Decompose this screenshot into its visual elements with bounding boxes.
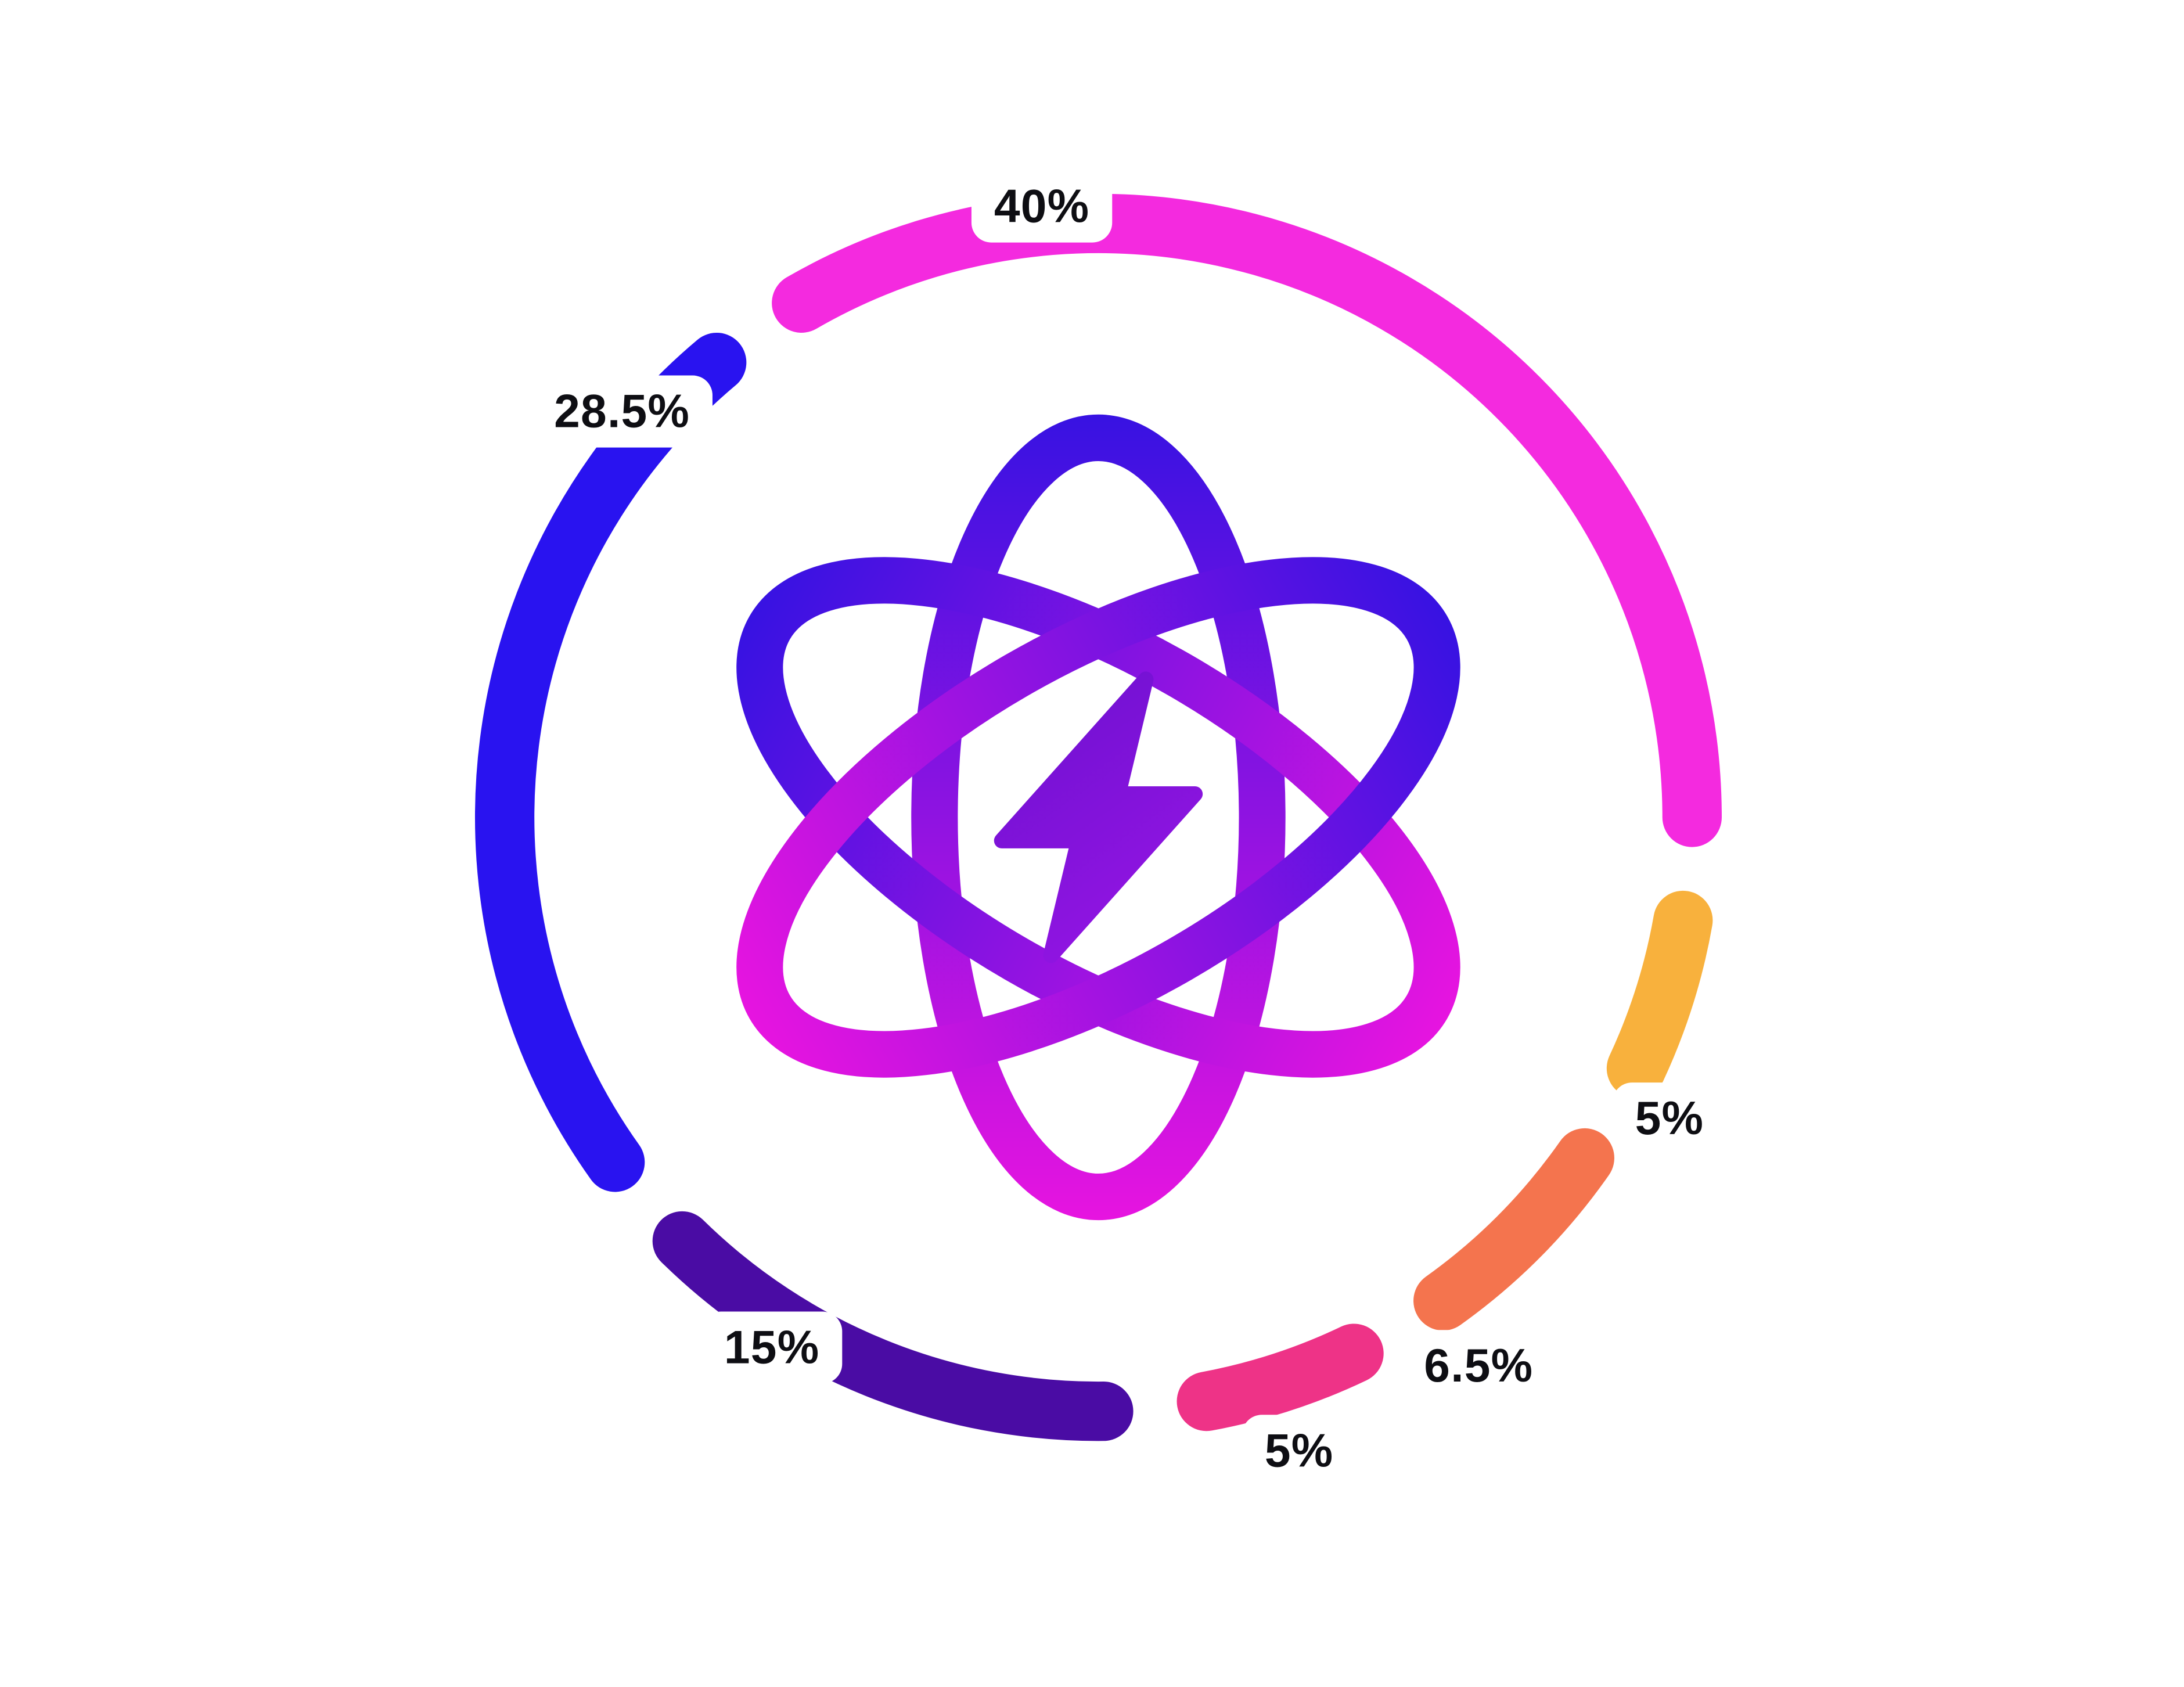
segment-arc-1 (1606, 890, 1713, 1098)
center-logo (736, 414, 1460, 1221)
atom-ring-diagonal-1 (736, 557, 1460, 1078)
segment-label-group: 6.5% (1401, 1330, 1556, 1402)
atom-ring-diagonal-2 (736, 557, 1460, 1078)
lightning-bolt-icon (994, 671, 1203, 963)
segment-label-group: 15% (701, 1311, 843, 1384)
segment-arc-5 (474, 332, 747, 1192)
segment-label-2: 6.5% (1424, 1340, 1533, 1392)
segment-label-1: 5% (1635, 1092, 1704, 1145)
label-pill (1401, 1330, 1556, 1402)
segment-label-5: 28.5% (554, 386, 690, 438)
segment-label-group: 5% (1612, 1082, 1727, 1155)
label-pill (531, 375, 713, 448)
atom-rings-icon (736, 414, 1460, 1221)
segment-label-group: 40% (971, 170, 1113, 243)
segment-label-3: 5% (1265, 1425, 1334, 1477)
label-pill (1612, 1082, 1727, 1155)
donut-labels: 40% 5% 6.5% 5% 15% 28.5% (531, 170, 1727, 1487)
atom-ring-vertical (911, 414, 1286, 1221)
segment-label-4: 15% (724, 1322, 819, 1374)
segment-label-group: 5% (1242, 1415, 1357, 1487)
segment-arc-2 (1413, 1128, 1614, 1331)
segment-arc-3 (1176, 1323, 1384, 1431)
label-pill (971, 170, 1113, 243)
segment-arc-4 (652, 1211, 1134, 1441)
label-pill (701, 1311, 843, 1384)
label-pill (1242, 1415, 1357, 1487)
segment-label-group: 28.5% (531, 375, 713, 448)
segment-label-0: 40% (994, 181, 1089, 233)
